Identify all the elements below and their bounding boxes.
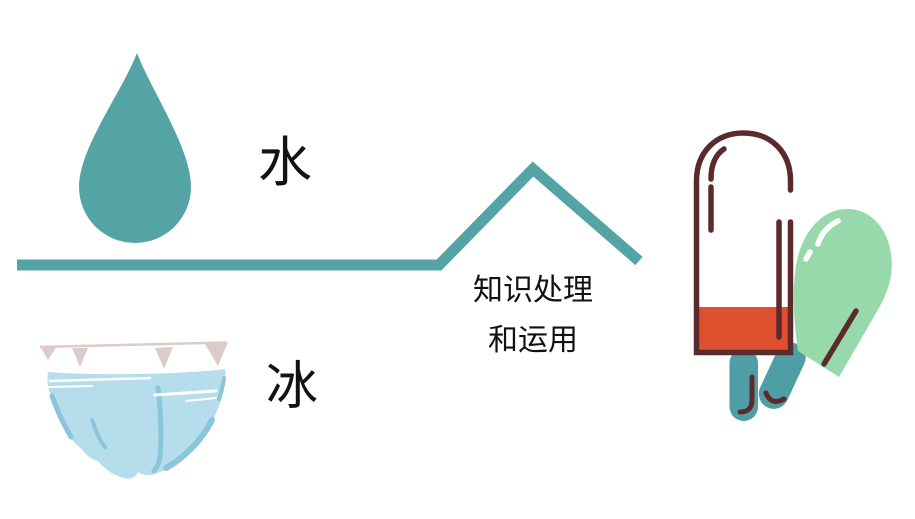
popsicle-stick-right	[758, 342, 806, 409]
process-label-line1: 知识处理	[473, 274, 593, 307]
ice-label: 冰	[266, 358, 319, 416]
process-label: 知识处理 和运用	[431, 266, 635, 366]
popsicle-stick-left	[729, 349, 758, 421]
water-label: 水	[258, 133, 312, 193]
process-label-line2: 和运用	[488, 324, 578, 357]
green-popsicle	[793, 208, 892, 377]
outlined-popsicle	[693, 130, 794, 356]
